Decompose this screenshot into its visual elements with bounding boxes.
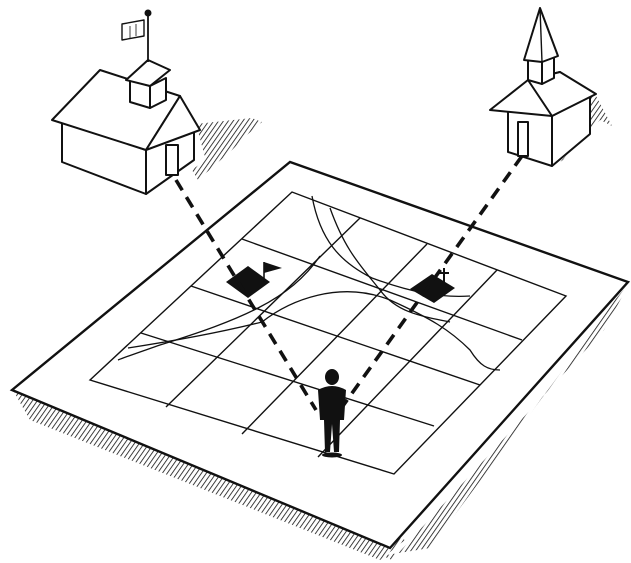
map-sheet bbox=[12, 162, 628, 548]
church-icon bbox=[490, 8, 596, 166]
schoolhouse-icon bbox=[52, 11, 200, 195]
